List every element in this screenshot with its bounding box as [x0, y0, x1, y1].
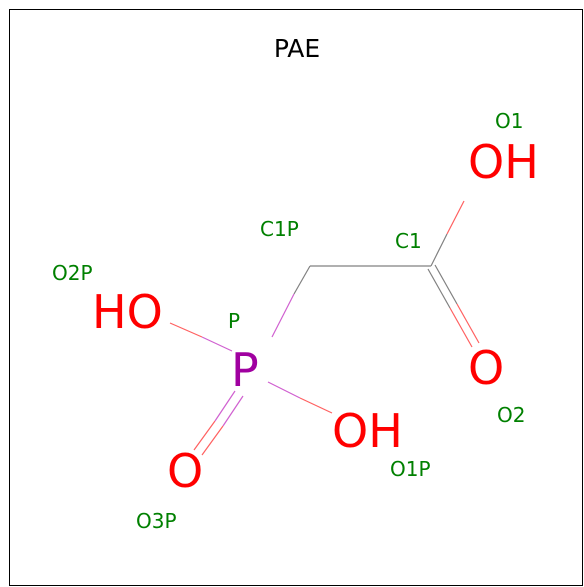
bond-p-o3p-a-oxygen-half — [193, 420, 216, 451]
bond-p-o3p-a-phosphorus-half — [214, 390, 236, 422]
label-o1: O1 — [495, 109, 523, 133]
bond-p-o3p-b-oxygen-half — [201, 425, 224, 456]
bond-p-o2p-phosphorus-half — [201, 336, 233, 352]
label-c1p: C1P — [260, 217, 299, 241]
bond-c1-o2-b-oxygen-half — [456, 303, 480, 344]
molecule-diagram: OH O P HO OH O O1 C1 C1P O2 P O2P O1P O3… — [52, 109, 539, 533]
label-p: P — [228, 309, 240, 333]
bond-c1-o1-carbon-half — [430, 233, 448, 267]
bond-c1p-p-carbon-half — [293, 265, 311, 295]
bonds — [169, 200, 480, 456]
bond-c1p-p-phosphorus-half — [271, 293, 295, 338]
bond-c1-o2-a-oxygen-half — [449, 307, 473, 348]
bond-c1-o2-b-carbon-half — [434, 264, 458, 305]
bond-p-o1p-oxygen-half — [299, 397, 333, 414]
bond-p-o3p-b-phosphorus-half — [222, 395, 244, 427]
element-o1: OH — [468, 135, 539, 189]
bond-c1-o1-oxygen-half — [446, 200, 465, 235]
element-o3p: O — [167, 444, 203, 498]
element-o1p: OH — [332, 404, 403, 458]
element-o2p: HO — [92, 285, 163, 339]
element-o2: O — [468, 341, 504, 395]
bond-p-o2p-oxygen-half — [169, 322, 203, 338]
label-c1: C1 — [395, 229, 422, 253]
label-o3p: O3P — [136, 509, 177, 533]
bond-p-o1p-phosphorus-half — [267, 381, 301, 399]
label-o2p: O2P — [52, 261, 93, 285]
element-p: P — [231, 343, 259, 397]
bond-c1-o2-a-carbon-half — [427, 268, 451, 309]
label-o1p: O1P — [390, 457, 431, 481]
element-symbols: OH O P HO OH O — [92, 135, 539, 498]
diagram-title: PAE — [273, 34, 321, 63]
atom-labels: O1 C1 C1P O2 P O2P O1P O3P — [52, 109, 525, 533]
diagram-frame: PAE — [9, 9, 583, 586]
label-o2: O2 — [497, 403, 525, 427]
